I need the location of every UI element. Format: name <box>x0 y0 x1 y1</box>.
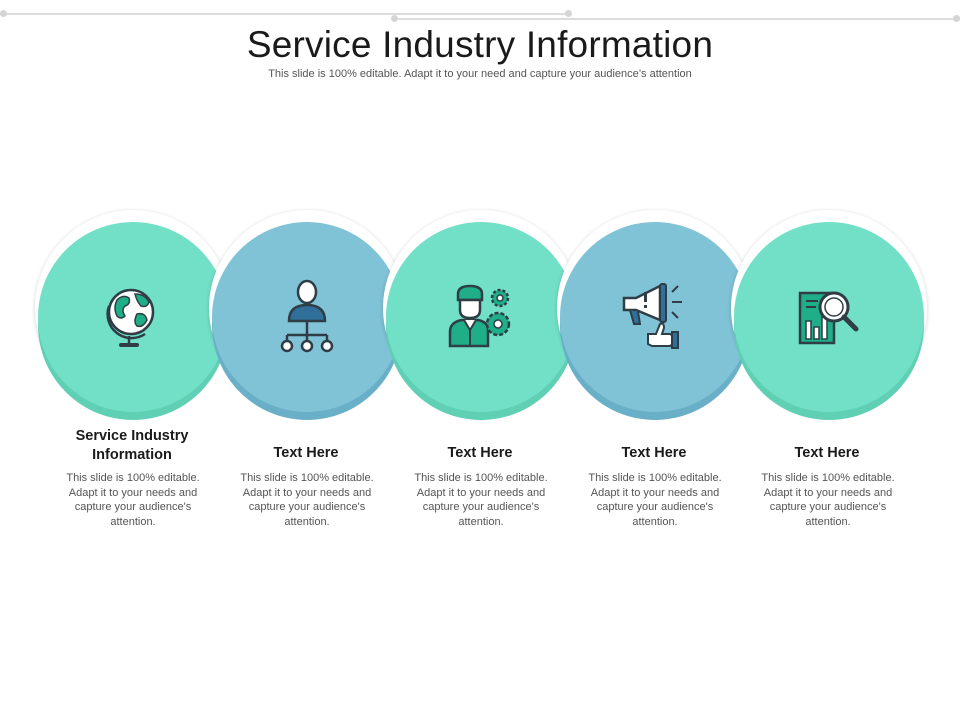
circle-card-5[interactable] <box>731 210 929 422</box>
slide-title[interactable]: Service Industry Information <box>246 24 714 65</box>
decorative-dot <box>0 10 7 17</box>
circle-disc <box>386 222 576 412</box>
circle-disc <box>734 222 924 412</box>
circle-disc <box>38 222 228 412</box>
circle-disc <box>560 222 750 412</box>
circle-card-4[interactable] <box>557 210 755 422</box>
circle-card-1[interactable] <box>35 210 233 422</box>
item-body-5[interactable]: This slide is 100% editable. Adapt it to… <box>761 472 895 528</box>
circle-disc <box>212 222 402 412</box>
decorative-dot <box>565 10 572 17</box>
decorative-dot <box>391 15 398 22</box>
item-heading-4[interactable]: Text Here <box>621 445 687 461</box>
item-heading-3[interactable]: Text Here <box>447 445 513 461</box>
item-heading-1[interactable]: Service Industry Information <box>75 428 189 463</box>
decorative-line-top-2 <box>394 18 960 20</box>
item-heading-2[interactable]: Text Here <box>273 445 339 461</box>
circle-card-2[interactable] <box>209 210 407 422</box>
report-magnifier-icon <box>798 291 859 345</box>
globe-icon <box>106 288 155 347</box>
decorative-line-top <box>0 13 568 15</box>
person-gears-icon <box>448 284 511 348</box>
megaphone-thumbs-up-icon <box>622 283 682 349</box>
org-chart-person-icon <box>280 279 334 353</box>
slide-subtitle[interactable]: This slide is 100% editable. Adapt it to… <box>268 68 692 80</box>
decorative-dot <box>953 15 960 22</box>
item-body-3[interactable]: This slide is 100% editable. Adapt it to… <box>414 472 548 528</box>
item-heading-5[interactable]: Text Here <box>794 445 860 461</box>
item-body-2[interactable]: This slide is 100% editable. Adapt it to… <box>240 472 374 528</box>
item-body-4[interactable]: This slide is 100% editable. Adapt it to… <box>588 472 722 528</box>
item-body-1[interactable]: This slide is 100% editable. Adapt it to… <box>66 472 200 528</box>
circle-card-3[interactable] <box>383 210 581 422</box>
